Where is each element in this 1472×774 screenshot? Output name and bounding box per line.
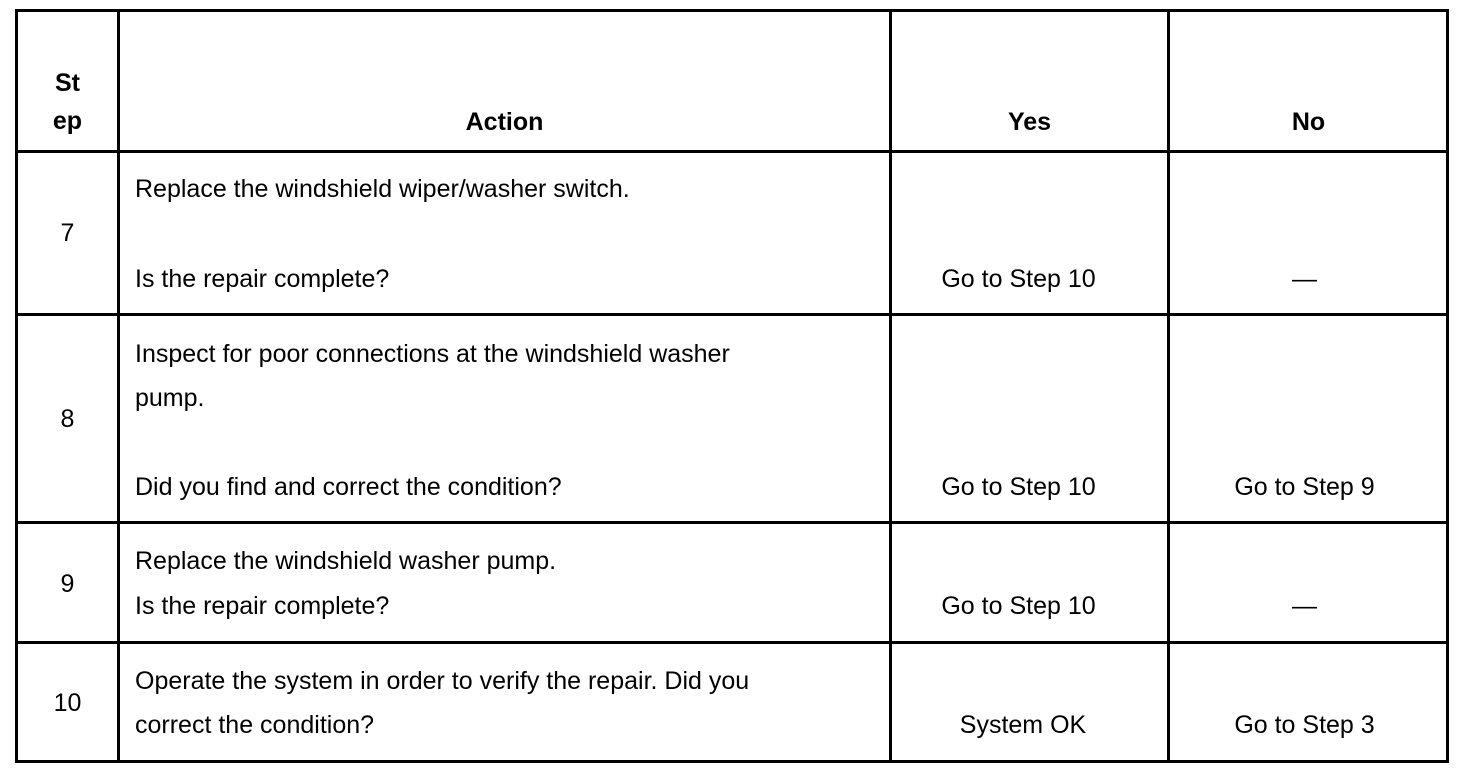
header-no: No — [1291, 108, 1326, 136]
header-divider — [18, 150, 1446, 153]
header-yes: Yes — [1007, 108, 1052, 136]
column-divider — [889, 12, 892, 760]
header-step: St ep — [18, 64, 117, 140]
column-divider — [117, 12, 120, 760]
no-result: — — [1292, 265, 1317, 293]
action-question: Is the repair complete? — [135, 592, 390, 620]
step-number: 8 — [60, 405, 75, 433]
action-text: Replace the windshield washer pump. — [135, 547, 557, 575]
header-step-line2: ep — [52, 107, 83, 135]
yes-result: Go to Step 10 — [941, 592, 1096, 620]
column-divider — [1167, 12, 1170, 760]
action-text: pump. — [135, 384, 205, 412]
step-number: 7 — [60, 219, 75, 247]
row-divider — [18, 313, 1446, 316]
action-text: correct the condition? — [135, 711, 375, 739]
yes-result: Go to Step 10 — [941, 473, 1096, 501]
no-result: — — [1292, 592, 1317, 620]
yes-result: System OK — [959, 711, 1087, 739]
yes-result: Go to Step 10 — [941, 265, 1096, 293]
action-text: Operate the system in order to verify th… — [135, 667, 750, 695]
action-question: Did you find and correct the condition? — [135, 473, 562, 501]
diagnostic-table: St ep Action Yes No 7 Replace the windsh… — [15, 9, 1449, 763]
row-divider — [18, 521, 1446, 524]
no-result: Go to Step 3 — [1234, 711, 1375, 739]
step-number: 10 — [53, 689, 82, 717]
no-result: Go to Step 9 — [1234, 473, 1375, 501]
step-number: 9 — [60, 570, 75, 598]
action-text: Replace the windshield wiper/washer swit… — [135, 175, 630, 203]
action-question: Is the repair complete? — [135, 265, 390, 293]
row-divider — [18, 641, 1446, 644]
action-text: Inspect for poor connections at the wind… — [135, 340, 730, 368]
header-step-line1: St — [55, 69, 80, 97]
header-action: Action — [465, 108, 544, 136]
